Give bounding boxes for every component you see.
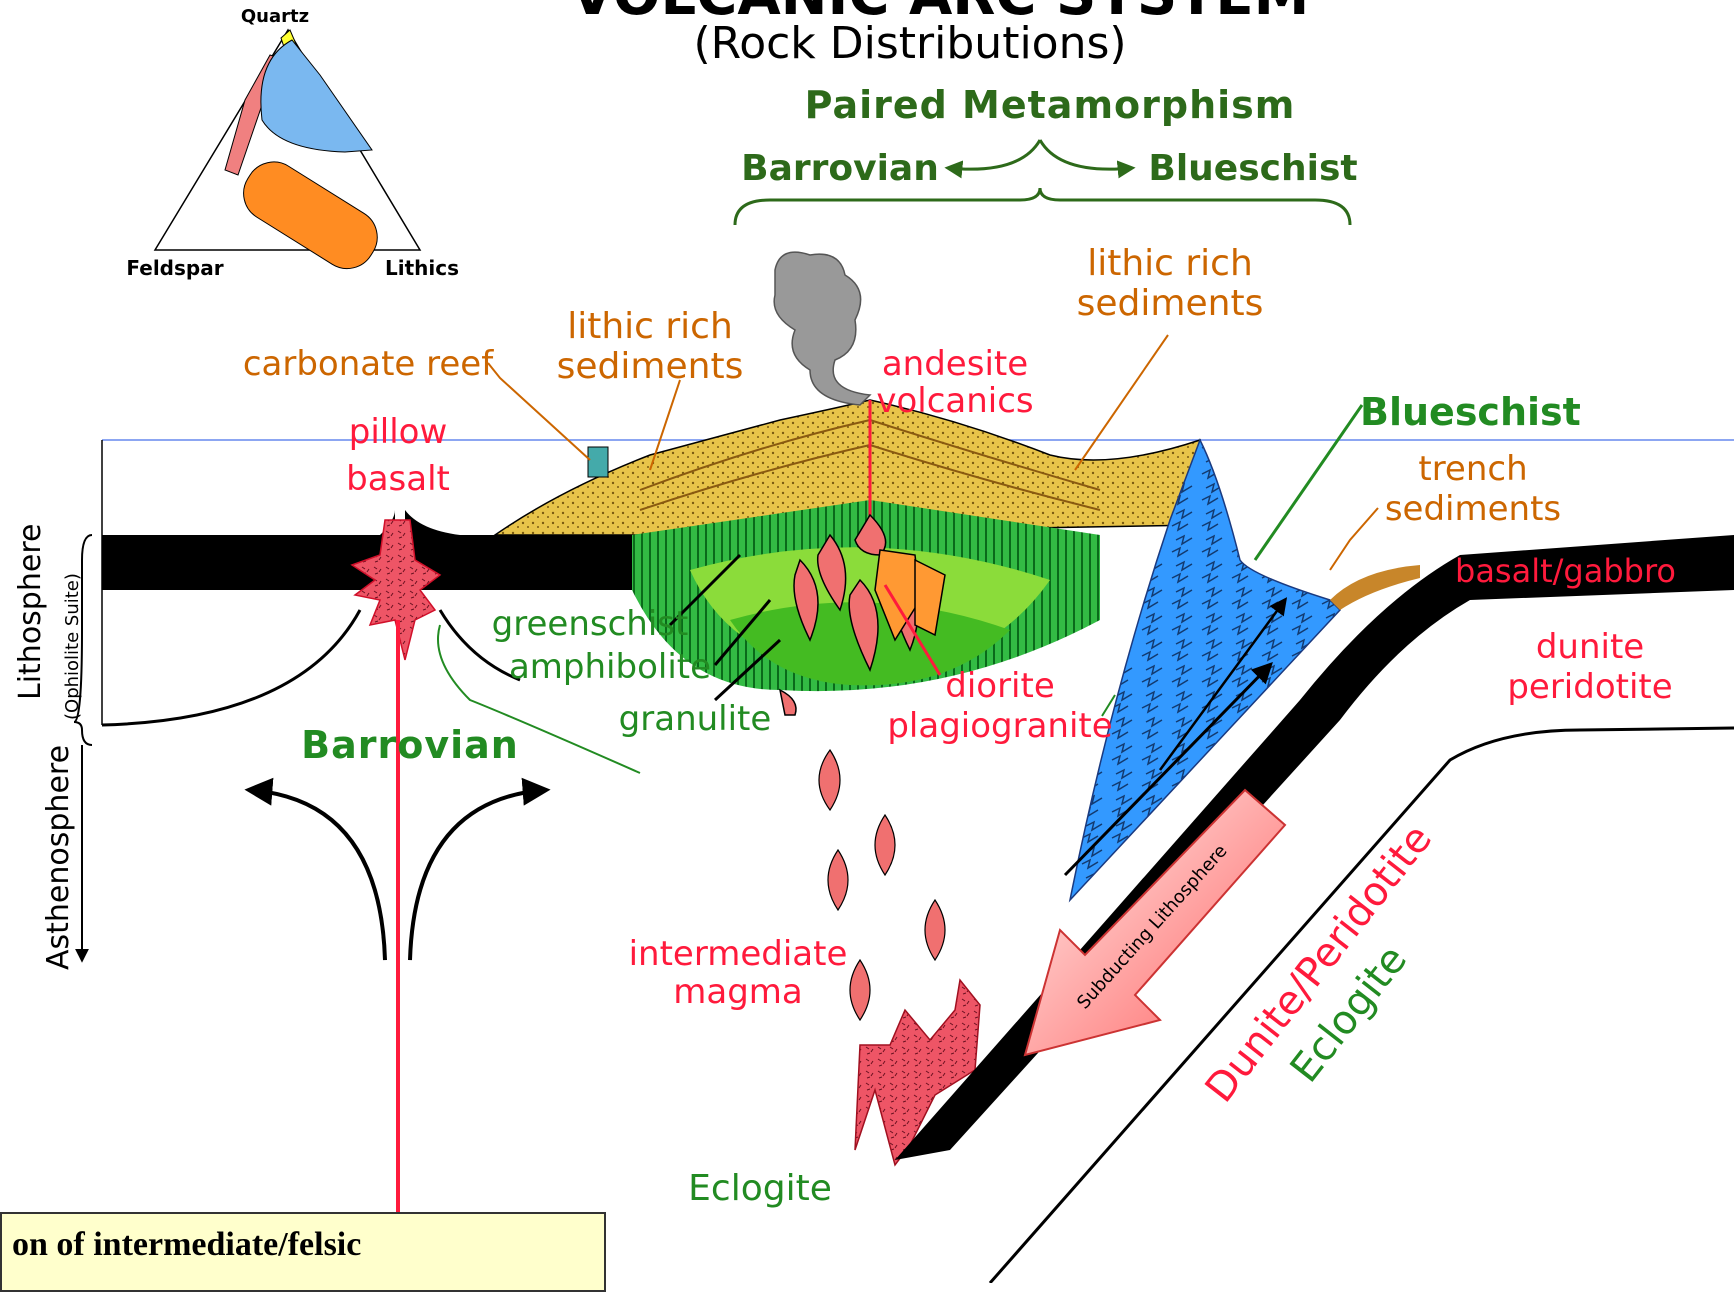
trench-sediments-leader xyxy=(1330,508,1378,570)
lithic-rich-label-1: lithic rich xyxy=(567,306,733,347)
sediments-label-1: sediments xyxy=(557,346,744,387)
basalt-label: basalt xyxy=(346,459,450,499)
volcanic-plume xyxy=(774,252,870,405)
caption-box: on of intermediate/felsic xyxy=(0,1212,606,1292)
paired-metamorphism-title: Paired Metamorphism xyxy=(805,83,1296,127)
eclogite-label: Eclogite xyxy=(688,1168,832,1209)
rising-magma-blobs xyxy=(819,750,945,1020)
paired-arrow-right xyxy=(1040,140,1132,169)
intermediate-label: intermediate xyxy=(629,934,848,974)
blueschist-leader xyxy=(1255,405,1362,560)
lithic-rich-label-2: lithic rich xyxy=(1087,243,1253,284)
plagiogranite-label: plagiogranite xyxy=(887,706,1112,746)
paired-barrovian-label: Barrovian xyxy=(741,148,939,189)
granulite-label: granulite xyxy=(619,699,772,739)
basalt-gabbro-label: basalt/gabbro xyxy=(1455,552,1676,590)
ternary-lithics-label: Lithics xyxy=(385,256,459,280)
greenschist-label: greenschist xyxy=(492,604,689,644)
trench-sediments-label: sediments xyxy=(1385,489,1561,529)
pillow-label: pillow xyxy=(349,412,448,452)
oceanic-crust-left xyxy=(102,510,395,590)
lithic-sediments-leader-2 xyxy=(1075,335,1168,470)
diorite-label: diorite xyxy=(945,666,1055,706)
lithosphere-base-left xyxy=(102,610,360,725)
dunite-label: dunite xyxy=(1536,627,1644,667)
magma-label: magma xyxy=(673,972,803,1012)
volcanics-label: volcanics xyxy=(876,381,1033,421)
ternary-feldspar-label: Feldspar xyxy=(126,256,223,280)
paired-brace xyxy=(735,188,1350,225)
diagram-subtitle: (Rock Distributions) xyxy=(693,18,1126,69)
blueschist-label: Blueschist xyxy=(1360,390,1581,434)
amphibolite-label: amphibolite xyxy=(509,647,711,687)
asthenosphere-brace xyxy=(82,730,92,960)
sediments-label-2: sediments xyxy=(1077,283,1264,324)
carbonate-reef-label: carbonate reef xyxy=(243,344,494,384)
peridotite-label: peridotite xyxy=(1507,667,1672,707)
convection-arrow-left xyxy=(250,790,385,960)
trench-label: trench xyxy=(1418,449,1527,489)
barrovian-label: Barrovian xyxy=(301,723,519,767)
ternary-quartz-label: Quartz xyxy=(241,6,309,27)
andesite-label: andesite xyxy=(882,344,1028,384)
ternary-diagram: Quartz Feldspar Lithics xyxy=(126,6,459,280)
caption-text: on of intermediate/felsic xyxy=(12,1226,361,1263)
convection-arrow-right xyxy=(410,790,545,960)
ophiolite-axis-label: (Ophiolite Suite) xyxy=(62,573,83,720)
paired-arrow-left xyxy=(948,140,1040,169)
lithosphere-axis-label: Lithosphere xyxy=(13,524,48,700)
paired-blueschist-label: Blueschist xyxy=(1148,148,1357,189)
carbonate-reef-block xyxy=(588,447,608,477)
asthenosphere-axis-label: Asthenosphere xyxy=(41,745,76,970)
